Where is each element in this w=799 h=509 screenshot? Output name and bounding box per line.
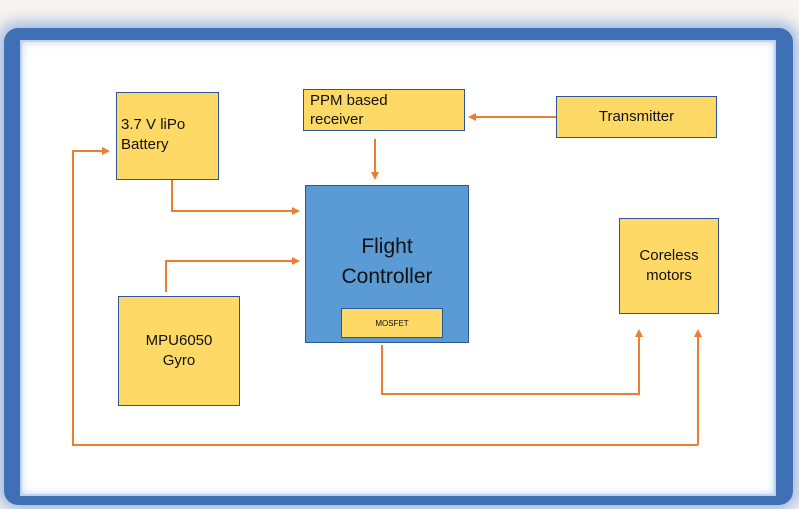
transmitter-node: Transmitter: [556, 96, 717, 138]
edge-mosfet-motors: [381, 329, 643, 395]
flight-controller-title: Flight Controller: [306, 232, 468, 292]
flight-controller-label-line2: Controller: [341, 265, 433, 288]
gyro-label-line2: Gyro: [162, 352, 196, 369]
receiver-label-line2: receiver: [310, 111, 364, 128]
motors-node: Coreless motors: [619, 218, 719, 314]
gyro-label-line1: MPU6050: [145, 332, 213, 349]
battery-node: 3.7 V liPo Battery: [116, 92, 219, 180]
transmitter-label: Transmitter: [598, 108, 675, 125]
receiver-node: PPM based receiver: [303, 89, 465, 131]
flight-controller-label-line1: Flight: [361, 235, 413, 258]
edge-battery-fc: [171, 173, 300, 215]
edge-gyro-fc: [165, 257, 300, 292]
mosfet-label: MOSFET: [375, 318, 409, 328]
edge-bus-battery: [72, 147, 698, 446]
motors-label-line1: Coreless: [639, 247, 699, 264]
motors-label-line2: motors: [646, 267, 692, 284]
receiver-label-line1: PPM based: [310, 92, 388, 109]
mosfet-node: MOSFET: [341, 308, 443, 338]
battery-label-line2: Battery: [121, 136, 169, 153]
gyro-node: MPU6050 Gyro: [118, 296, 240, 406]
battery-label-line1: 3.7 V liPo: [121, 116, 186, 133]
